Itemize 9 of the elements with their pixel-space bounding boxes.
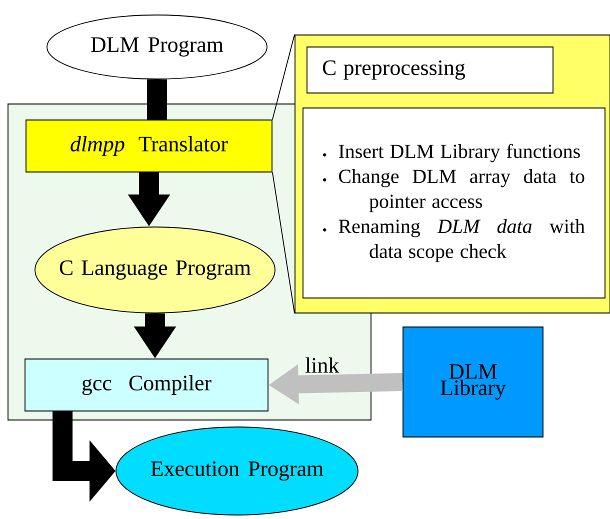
- leader-line: [272, 34, 295, 314]
- process-box: dlmpp Translator: [26, 120, 272, 172]
- bullet-item: Insert DLM Library functions: [323, 144, 580, 162]
- bullet-item: Renaming DLM data with data scope check: [323, 219, 585, 262]
- library-box: DLM Library: [402, 326, 544, 438]
- heading-box: C preprocessing: [306, 46, 554, 94]
- edge-label: link: [305, 357, 340, 373]
- text-box: [302, 108, 606, 298]
- process-box: gcc Compiler: [24, 358, 268, 412]
